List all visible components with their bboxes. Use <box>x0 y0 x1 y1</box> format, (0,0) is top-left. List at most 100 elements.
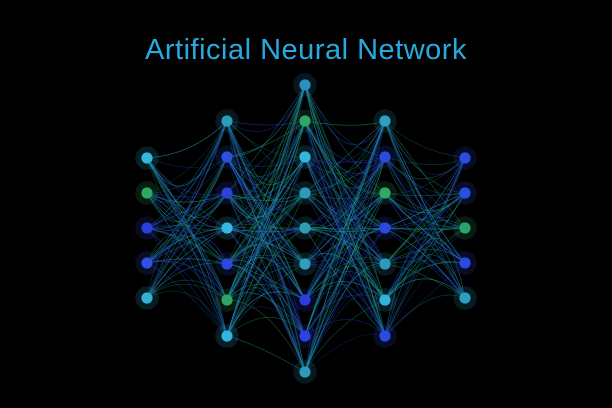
network-edge <box>226 156 306 337</box>
network-edge <box>384 254 466 301</box>
network-edge <box>304 192 386 229</box>
network-edge <box>226 244 306 301</box>
network-edge <box>146 157 228 218</box>
network-node <box>459 187 471 199</box>
network-node <box>141 292 153 304</box>
network-node <box>141 187 153 199</box>
network-node <box>459 257 471 269</box>
network-edge <box>146 156 228 168</box>
network-edge <box>384 278 466 301</box>
network-node <box>299 79 311 91</box>
network-edge <box>226 120 306 301</box>
network-edge <box>384 192 466 229</box>
network-edge <box>304 257 386 265</box>
network-edge <box>304 227 386 301</box>
network-edge <box>226 227 306 301</box>
network-edge <box>304 227 386 373</box>
network-edge <box>304 156 386 220</box>
network-edge <box>226 263 306 373</box>
network-edge <box>304 120 386 265</box>
network-edge <box>146 262 228 337</box>
network-edge <box>226 84 306 229</box>
network-node <box>379 330 391 342</box>
network-edge <box>226 192 306 229</box>
network-edge <box>146 192 228 299</box>
network-edge <box>226 192 306 373</box>
network-edge <box>384 241 466 337</box>
network-edge <box>226 226 306 301</box>
network-edge <box>226 120 306 232</box>
network-edge <box>384 262 466 337</box>
hidden-layer-1 <box>215 109 239 348</box>
network-edge <box>304 227 386 301</box>
network-edge <box>384 227 466 264</box>
network-edge <box>304 292 386 337</box>
network-edge <box>226 238 306 337</box>
network-edge <box>146 261 228 301</box>
network-node <box>379 222 391 234</box>
network-edge <box>226 306 306 337</box>
network-node <box>379 187 391 199</box>
network-edge <box>384 120 466 175</box>
network-edge <box>304 251 386 265</box>
network-edge <box>384 156 466 299</box>
network-edge <box>226 156 306 229</box>
network-edge <box>146 192 228 337</box>
network-edge <box>304 120 386 126</box>
network-edge <box>146 192 228 337</box>
network-node <box>221 330 233 342</box>
network-edge <box>384 156 466 195</box>
network-edge <box>304 271 386 301</box>
network-edge <box>146 227 228 265</box>
network-edge <box>226 156 306 301</box>
network-edge <box>304 84 386 194</box>
network-edge <box>226 84 306 132</box>
network-node <box>459 152 471 164</box>
network-edge <box>304 294 386 337</box>
network-edge <box>384 261 466 301</box>
network-edge <box>304 156 386 337</box>
network-edge <box>226 84 306 185</box>
network-edge <box>304 263 386 337</box>
network-node <box>221 151 233 163</box>
network-edge <box>304 263 386 373</box>
network-edge <box>146 260 228 337</box>
network-edge <box>226 259 306 337</box>
network-edge <box>384 156 466 180</box>
network-edge <box>226 192 306 301</box>
network-edge <box>146 192 228 198</box>
network-edge <box>146 192 228 301</box>
network-edge <box>226 120 306 337</box>
network-edge <box>304 225 386 301</box>
network-edge <box>384 157 466 337</box>
network-edge <box>384 157 466 265</box>
network-edge <box>146 156 228 229</box>
network-edge <box>146 192 228 229</box>
network-edge <box>226 192 306 301</box>
network-edge <box>304 291 386 373</box>
network-edge <box>146 227 228 264</box>
network-edge <box>226 156 306 337</box>
network-edge <box>304 84 386 234</box>
network-edge <box>146 120 228 203</box>
network-edge <box>226 156 306 194</box>
network-edge <box>304 192 386 373</box>
network-node <box>221 222 233 234</box>
network-edge <box>304 260 386 373</box>
network-edge <box>226 120 306 265</box>
network-node <box>299 115 311 127</box>
network-edge <box>384 192 466 301</box>
network-edge <box>226 84 306 200</box>
network-edge <box>146 237 228 299</box>
network-node <box>299 151 311 163</box>
network-edge <box>304 192 386 301</box>
network-edge <box>146 227 228 337</box>
network-edge <box>384 227 466 264</box>
network-edge <box>226 120 306 194</box>
network-edge <box>226 84 306 194</box>
network-edge <box>384 120 466 229</box>
network-edge <box>304 253 386 301</box>
network-edge <box>226 227 306 337</box>
network-edge <box>146 120 228 187</box>
network-edge <box>226 84 306 301</box>
